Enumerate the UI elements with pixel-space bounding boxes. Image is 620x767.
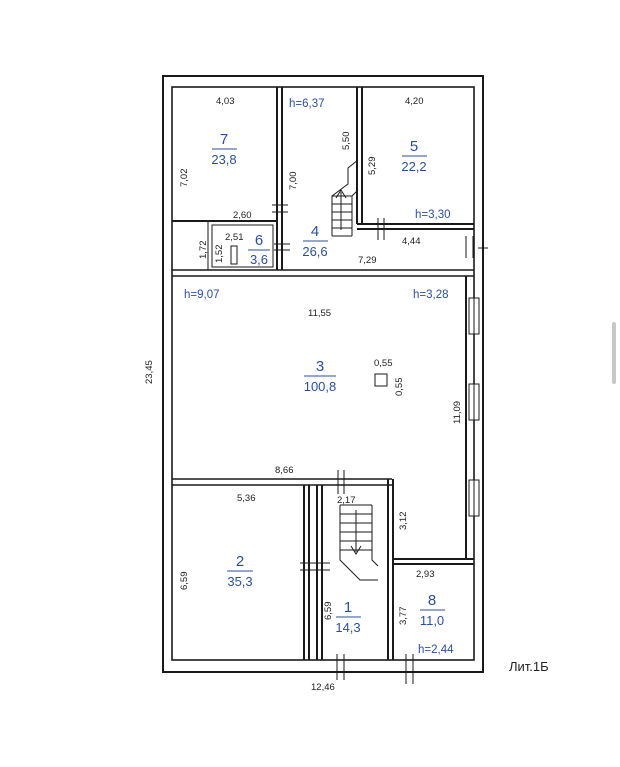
room-3-label: 3 100,8 <box>304 358 337 394</box>
room-number: 6 <box>255 232 263 249</box>
room-number: 5 <box>410 138 418 155</box>
dimension: 5,36 <box>237 493 256 504</box>
dimension: 6,59 <box>179 572 190 591</box>
ceiling-height: h=3,28 <box>413 289 449 301</box>
column <box>374 373 388 387</box>
room-number: 1 <box>344 599 352 616</box>
dimension: 2,93 <box>416 569 435 580</box>
ceiling-height: h=9,07 <box>184 289 220 301</box>
staircase-upper <box>331 159 359 237</box>
dimension: 3,12 <box>398 512 409 531</box>
dimension: 5,29 <box>367 157 378 176</box>
dimension: 4,03 <box>216 96 235 107</box>
room-1-label: 1 14,3 <box>335 599 361 635</box>
dimension: 4,20 <box>405 96 424 107</box>
dimension: 0,55 <box>394 378 405 397</box>
dimension: 4,44 <box>402 236 421 247</box>
dimension: 23,45 <box>144 360 155 384</box>
dimension: 12,46 <box>311 682 335 693</box>
room-area: 22,2 <box>401 159 426 174</box>
room-area: 23,8 <box>211 152 236 167</box>
room-number: 2 <box>236 553 244 570</box>
scrollbar-thumb[interactable] <box>612 322 616 384</box>
dimension: 3,77 <box>398 607 409 626</box>
room-6-label: 6 3,6 <box>248 232 270 267</box>
room-number: 8 <box>428 592 436 609</box>
dimension: 0,55 <box>374 358 393 369</box>
staircase-lower <box>339 504 379 581</box>
dimension: 6,59 <box>323 602 334 621</box>
dimension: 11,55 <box>308 308 331 319</box>
dimension: 7,02 <box>179 169 190 188</box>
room-number: 7 <box>220 131 228 148</box>
dimension: 7,00 <box>288 172 299 191</box>
sheet-label: Лит.1Б <box>509 659 549 674</box>
room-5-label: 5 22,2 <box>401 138 427 174</box>
room-number: 4 <box>311 223 319 240</box>
room-number: 3 <box>316 358 324 375</box>
outer-wall <box>162 75 484 673</box>
dimension: 2,51 <box>225 232 244 243</box>
room-area: 35,3 <box>227 574 252 589</box>
room-area: 26,6 <box>302 244 327 259</box>
dimension: 2,60 <box>233 210 252 221</box>
room-6-walls <box>207 220 278 271</box>
room-8-label: 8 11,0 <box>420 592 445 628</box>
room-2-label: 2 35,3 <box>227 553 253 589</box>
ceiling-height: h=2,44 <box>418 644 454 656</box>
dimension: 11,09 <box>452 401 463 424</box>
room-6-inner <box>211 224 274 268</box>
dimension: 7,29 <box>358 255 377 266</box>
ceiling-height: h=6,37 <box>289 98 325 110</box>
room-area: 14,3 <box>335 620 360 635</box>
dimension: 1,52 <box>214 245 225 264</box>
dimension: 1,72 <box>198 241 209 260</box>
ceiling-height: h=3,30 <box>415 209 451 221</box>
fixture <box>230 245 238 265</box>
room-area: 100,8 <box>304 379 337 394</box>
door-marks <box>272 204 488 684</box>
dimension: 8,66 <box>275 465 294 476</box>
room-4-label: 4 26,6 <box>302 223 328 259</box>
room-7-label: 7 23,8 <box>211 131 237 167</box>
dimension: 5,50 <box>341 132 352 151</box>
room-area: 11,0 <box>420 613 444 628</box>
room-area: 3,6 <box>250 252 268 267</box>
dimension: 2,17 <box>337 495 356 506</box>
